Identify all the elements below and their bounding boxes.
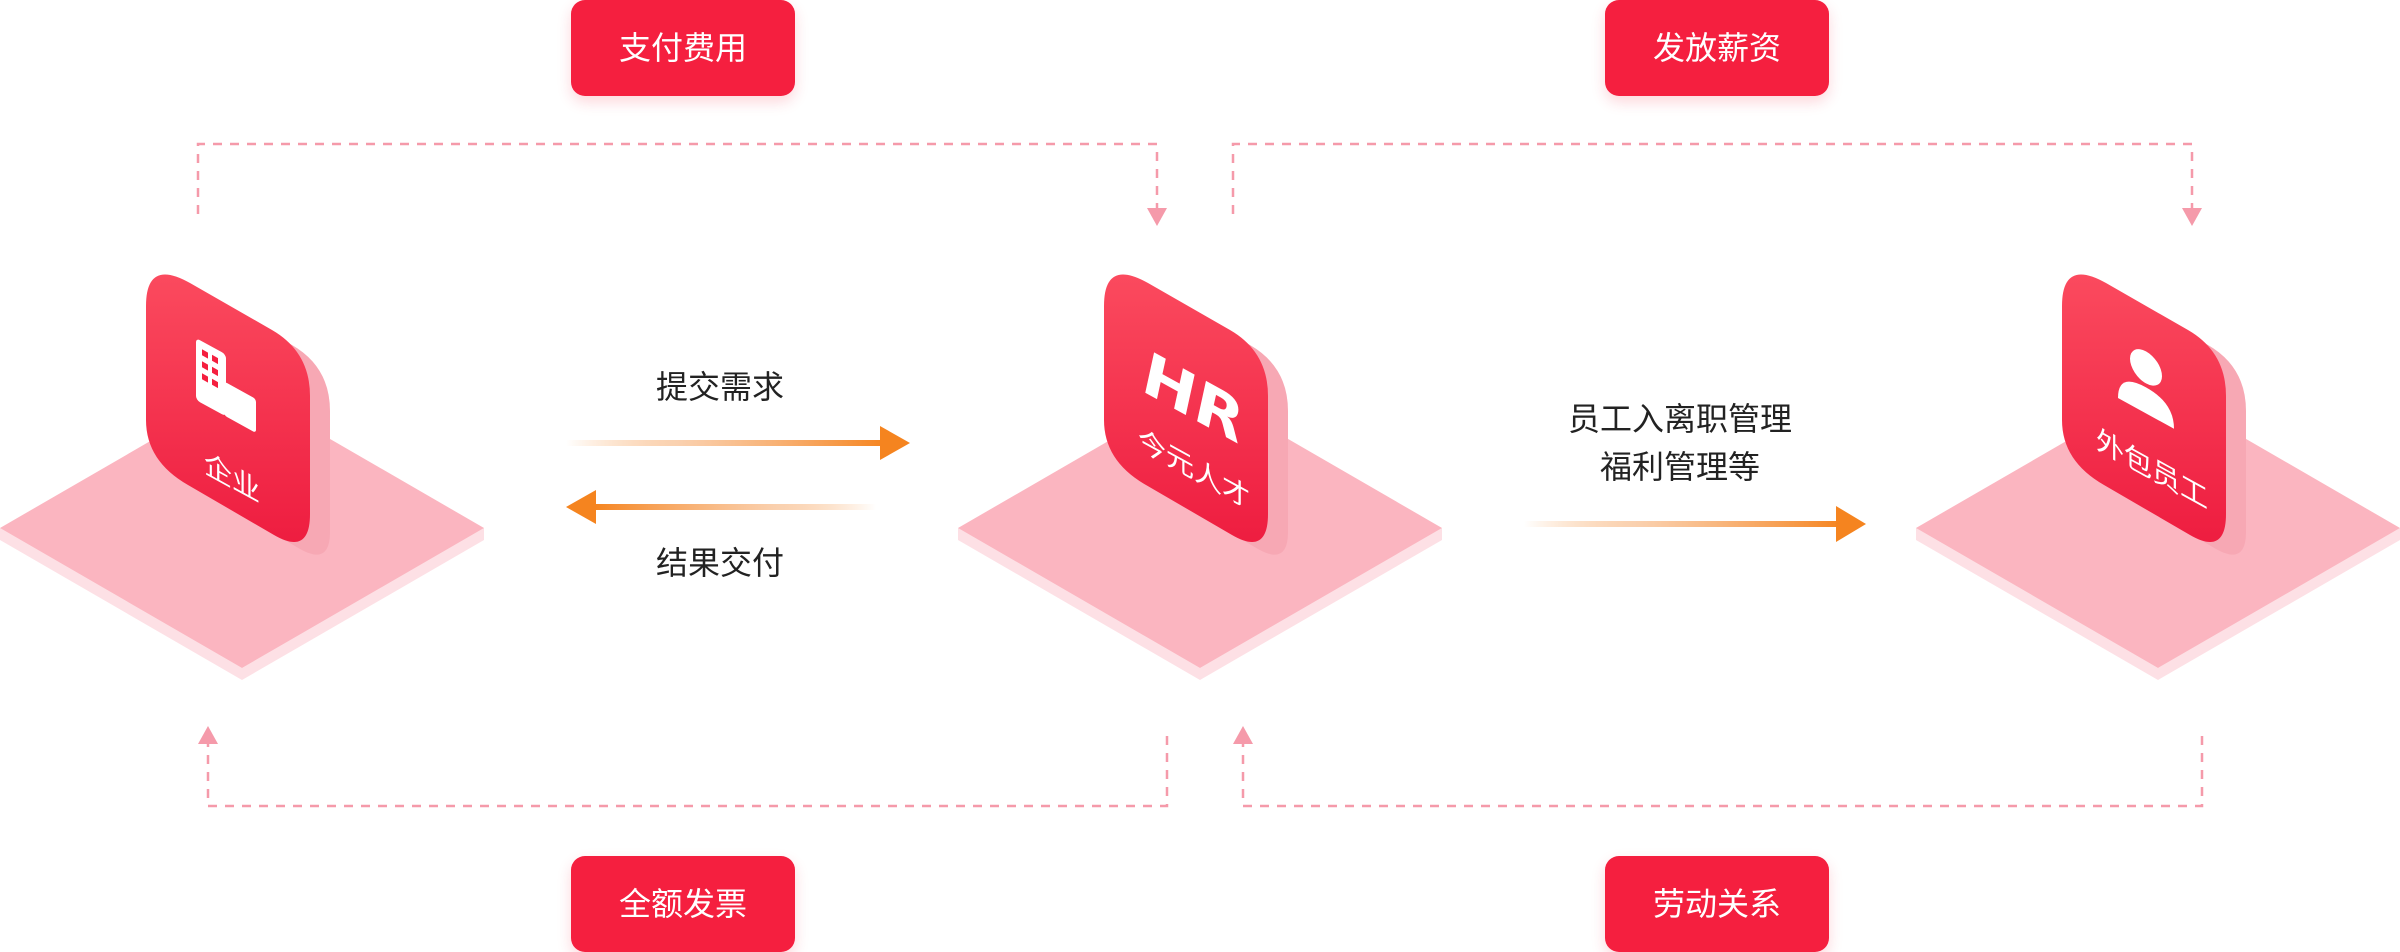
- employee-card: 外包员工: [2062, 274, 2246, 555]
- deliver-result-label: 结果交付: [655, 544, 784, 582]
- top-connector-right-arrowhead: [2182, 208, 2202, 226]
- submit-demand-label: 提交需求: [655, 368, 784, 406]
- submit-demand-arrow: [566, 426, 910, 460]
- invoice-tag: 全额发票: [571, 856, 795, 952]
- enterprise-node: 企业: [0, 274, 484, 680]
- platform-platform: [958, 388, 1442, 668]
- top-connector-left-arrowhead: [1147, 208, 1167, 226]
- employee-node: 外包员工: [1916, 274, 2400, 680]
- pay-fee-tag: 支付费用: [571, 0, 795, 96]
- platform-node: HR 今元人才: [958, 274, 1442, 680]
- pay-salary-tag: 发放薪资: [1605, 0, 1829, 96]
- platform-card-face: [1104, 274, 1268, 542]
- bottom-connector-right: [1241, 736, 2204, 808]
- enterprise-card: 企业: [146, 274, 330, 555]
- enterprise-platform: [0, 388, 484, 668]
- employee-management-label-line1: 员工入离职管理: [1567, 400, 1792, 438]
- employee-management-arrow: [1524, 506, 1866, 542]
- building-icon: [196, 339, 256, 432]
- employee-platform: [1916, 388, 2400, 668]
- labor-relation-tag: 劳动关系: [1605, 856, 1829, 952]
- bottom-connector-left: [206, 736, 1169, 808]
- employee-management-label-line2: 福利管理等: [1599, 448, 1760, 486]
- top-connector-left: [196, 142, 1159, 214]
- top-connector-right: [1231, 142, 2194, 214]
- bottom-connector-right-arrowhead: [1233, 726, 1253, 744]
- bottom-connector-left-arrowhead: [198, 726, 218, 744]
- deliver-result-arrow: [566, 490, 876, 524]
- person-icon: [2118, 349, 2174, 429]
